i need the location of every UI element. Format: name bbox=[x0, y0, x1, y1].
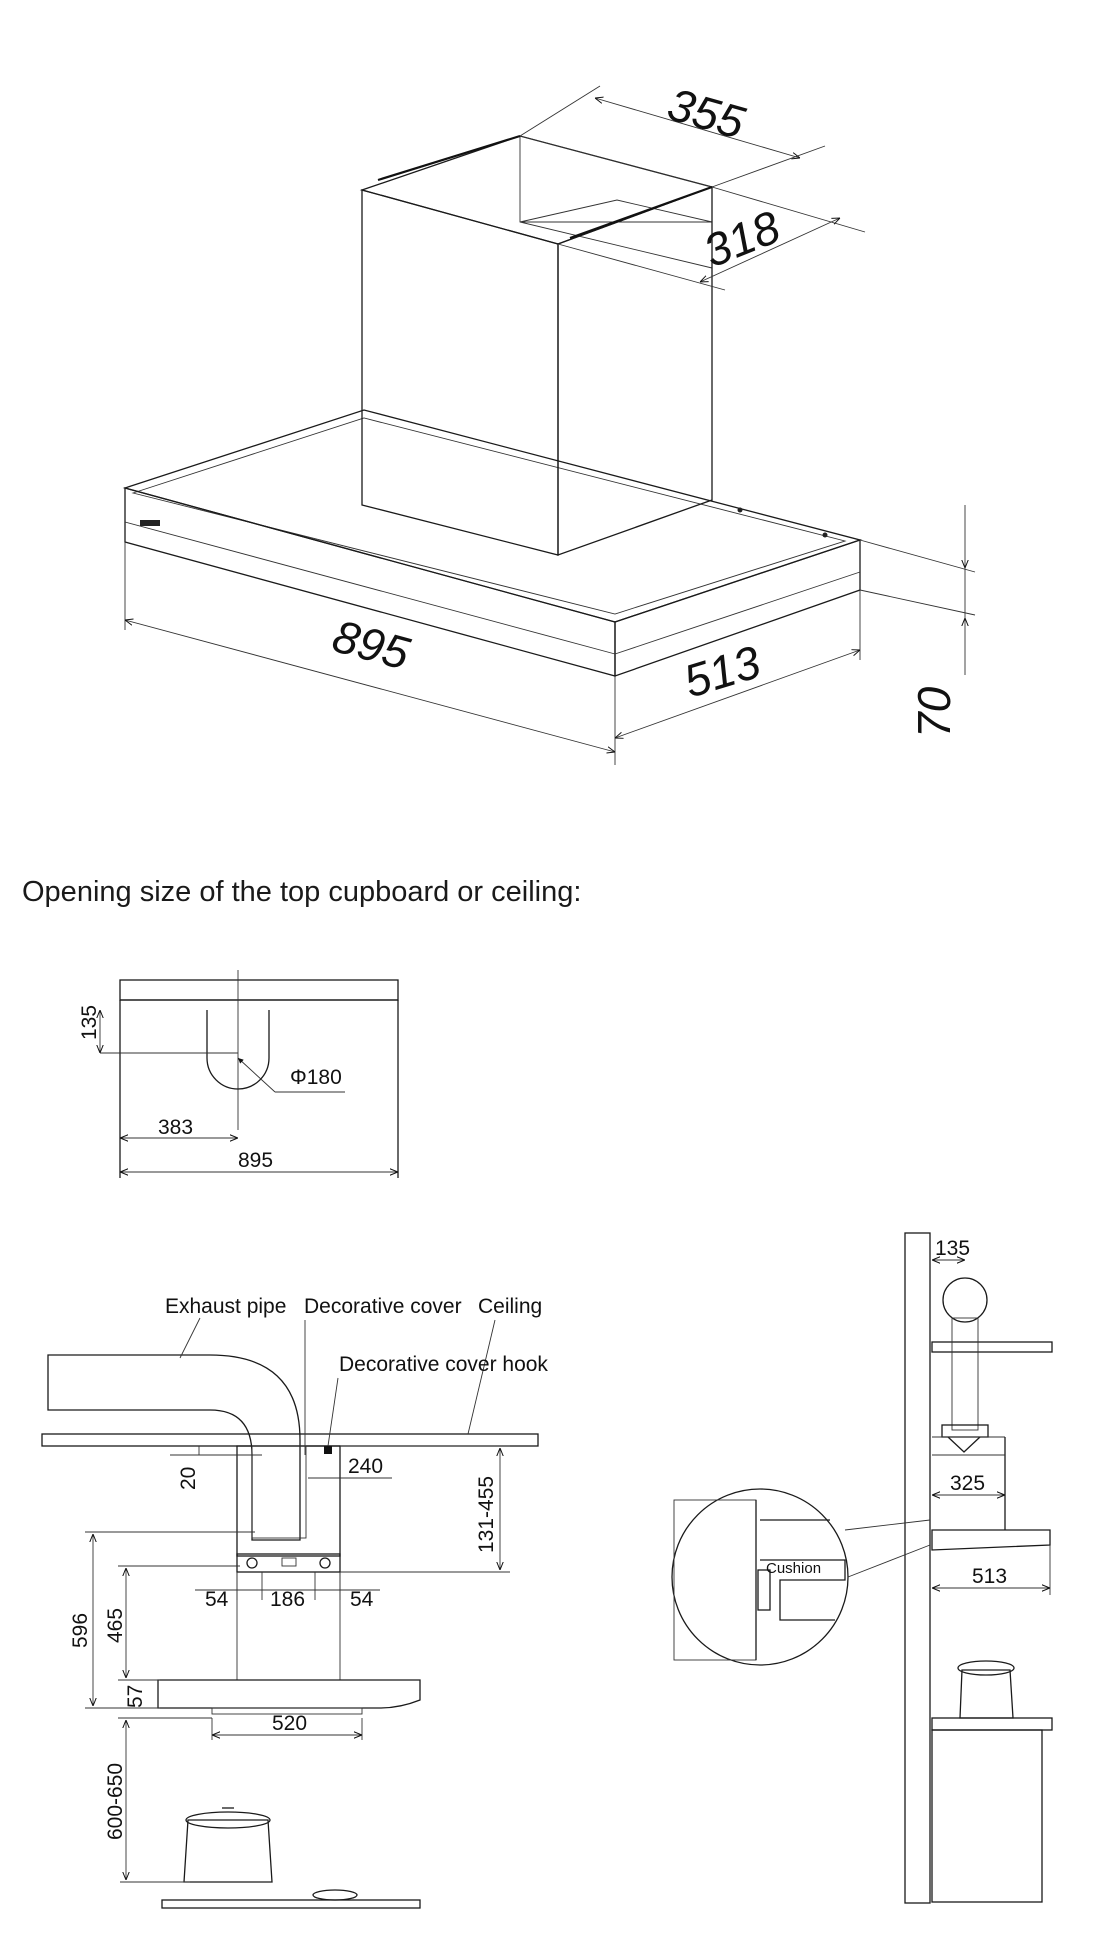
dim-54-left: 54 bbox=[205, 1588, 229, 1611]
countertop bbox=[931, 1717, 1053, 1731]
dim-opening-width: 895 bbox=[238, 1149, 273, 1172]
duct-flange bbox=[569, 185, 713, 240]
pipe-in-cover bbox=[251, 1445, 307, 1539]
dim-duct-depth: 318 bbox=[696, 200, 787, 277]
cabinet bbox=[931, 1729, 1043, 1903]
dim-hood-height: 70 bbox=[908, 686, 960, 738]
dim-hood-depth: 513 bbox=[678, 635, 767, 707]
exhaust-pipe bbox=[47, 1354, 301, 1541]
side-install-view: 135 325 513 Cushion bbox=[671, 1232, 1053, 1904]
cooktop bbox=[161, 1899, 421, 1909]
duct-opening bbox=[206, 1010, 270, 1090]
dim-side-513: 513 bbox=[972, 1565, 1007, 1588]
pot bbox=[183, 1819, 273, 1883]
label-ceiling: Ceiling bbox=[478, 1295, 542, 1318]
opening-plan-view: 135 Φ180 383 895 bbox=[78, 970, 399, 1178]
cupboard-top bbox=[119, 979, 399, 1001]
dim-hood-width: 895 bbox=[327, 609, 415, 679]
detail-circle bbox=[671, 1488, 849, 1666]
dim-side-325: 325 bbox=[950, 1472, 985, 1495]
duct-inner bbox=[519, 199, 713, 223]
label-exhaust-pipe: Exhaust pipe bbox=[165, 1295, 286, 1318]
label-cushion: Cushion bbox=[766, 1560, 821, 1577]
hood-3d-view: 355 318 895 513 70 bbox=[122, 78, 976, 765]
dim-54-right: 54 bbox=[350, 1588, 374, 1611]
duct-side-face bbox=[557, 186, 713, 556]
pot-side bbox=[959, 1669, 1014, 1719]
ceiling bbox=[41, 1433, 539, 1447]
hole-marker bbox=[737, 507, 743, 513]
section-heading: Opening size of the top cupboard or ceil… bbox=[22, 876, 582, 908]
hood-canopy bbox=[157, 1679, 421, 1709]
mounting-bracket bbox=[236, 1553, 341, 1573]
dim-600-650: 600-650 bbox=[104, 1763, 127, 1840]
dim-hole-offset: 383 bbox=[158, 1116, 193, 1139]
duct-front-face bbox=[361, 189, 559, 556]
pipe-vertical bbox=[951, 1317, 979, 1431]
dim-20: 20 bbox=[177, 1467, 200, 1490]
dim-57: 57 bbox=[124, 1685, 147, 1708]
canopy-inner-rim bbox=[131, 417, 847, 615]
burner bbox=[312, 1889, 358, 1901]
dim-520: 520 bbox=[272, 1712, 307, 1735]
dim-duct-width: 355 bbox=[662, 78, 751, 149]
brand-logo bbox=[140, 520, 160, 526]
front-install-view: Exhaust pipe Decorative cover Ceiling De… bbox=[41, 1295, 548, 1909]
duct-flange bbox=[377, 134, 521, 182]
dim-596: 596 bbox=[69, 1613, 92, 1648]
detail-bracket bbox=[760, 1519, 846, 1621]
pipe-elbow bbox=[942, 1277, 988, 1323]
hood-side bbox=[931, 1529, 1051, 1551]
dim-opening-offset-depth: 135 bbox=[78, 1005, 101, 1040]
cushion bbox=[757, 1569, 771, 1611]
side-trim bbox=[614, 571, 861, 655]
label-cover-hook: Decorative cover hook bbox=[339, 1353, 548, 1376]
dim-hole-diameter: Φ180 bbox=[290, 1066, 342, 1089]
dim-side-135: 135 bbox=[935, 1237, 970, 1260]
duct-top bbox=[359, 135, 715, 245]
dim-186: 186 bbox=[270, 1588, 305, 1611]
dim-131-455: 131-455 bbox=[475, 1476, 498, 1553]
hole-marker bbox=[822, 532, 828, 538]
label-decorative-cover: Decorative cover bbox=[304, 1295, 462, 1318]
dim-465: 465 bbox=[104, 1608, 127, 1643]
dim-240: 240 bbox=[348, 1455, 383, 1478]
cover-hook bbox=[324, 1446, 332, 1454]
canopy-top bbox=[122, 409, 863, 623]
ceiling-slab bbox=[931, 1341, 1053, 1353]
duct-back bbox=[519, 135, 713, 269]
detail-wall bbox=[673, 1499, 757, 1661]
brick-wall bbox=[904, 1232, 931, 1904]
